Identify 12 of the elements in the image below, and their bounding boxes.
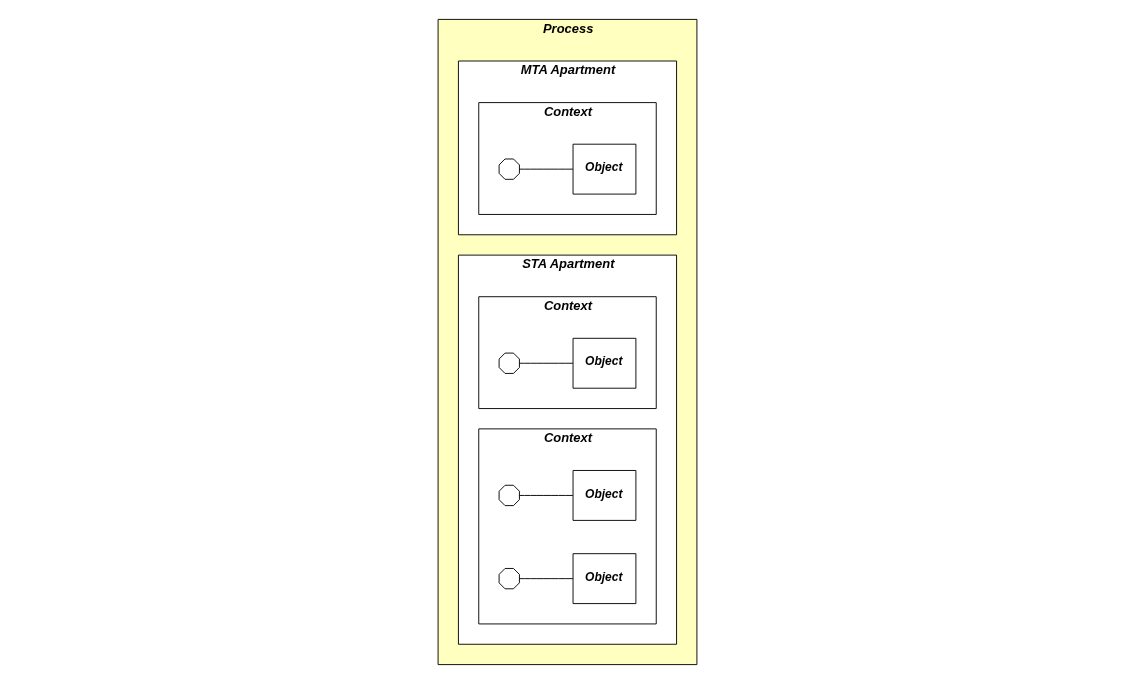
node-box: Object (572, 337, 636, 389)
node-box: Object (572, 470, 636, 521)
connector (518, 168, 573, 170)
node-circle (498, 158, 520, 180)
node-box: Object (572, 143, 636, 195)
node-box: Object (572, 553, 636, 605)
node-circle (498, 568, 520, 590)
connector (518, 578, 573, 580)
node-circle (498, 352, 520, 374)
node-circle (498, 484, 520, 507)
connector (518, 362, 573, 364)
connector (518, 495, 573, 496)
